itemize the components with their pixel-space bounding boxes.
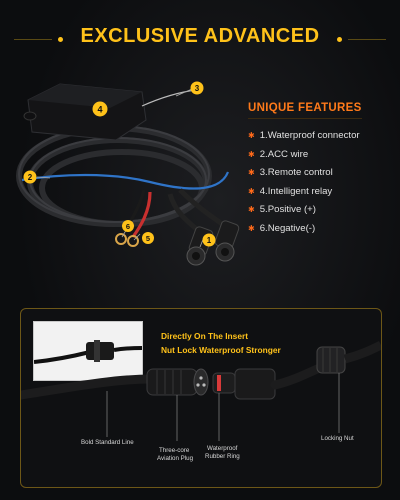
label-bold-standard-line: Bold Standard Line [81, 439, 134, 446]
svg-text:5: 5 [146, 234, 150, 243]
feature-label: 4.Intelligent relay [259, 185, 333, 197]
label-plug-line-1: Three-core [159, 447, 190, 454]
label-leader-lines [106, 373, 340, 441]
feature-label: 5.Positive (+) [259, 204, 316, 216]
star-icon: ✱ [248, 168, 255, 178]
waterproof-rubber-ring [217, 375, 221, 391]
feature-item: ✱ 3.Remote control [248, 164, 398, 183]
wiring-harness-svg: 4 3 2 6 5 1 [16, 81, 240, 266]
feature-label: 6.Negative(-) [259, 222, 316, 234]
remote-wire [141, 89, 197, 107]
callout-1: 1 [202, 233, 216, 247]
star-icon: ✱ [248, 205, 255, 215]
feature-item: ✱ 5.Positive (+) [248, 201, 398, 220]
star-icon: ✱ [248, 131, 255, 140]
wiring-harness-illustration: 4 3 2 6 5 1 [0, 62, 240, 300]
svg-text:4: 4 [97, 105, 102, 115]
feature-label: 3.Remote control [259, 167, 333, 179]
relay-box [23, 83, 147, 141]
feature-label: 2.ACC wire [259, 148, 309, 160]
header-dot-right [337, 37, 342, 42]
bold-standard-line [21, 374, 156, 400]
page-title: EXCLUSIVE ADVANCED [80, 25, 320, 47]
label-ring-line-1: Waterproof [207, 445, 238, 452]
svg-text:6: 6 [126, 222, 130, 231]
feature-label: 1.Waterproof connector [259, 130, 360, 141]
callout-5: 5 [142, 232, 154, 244]
svg-text:2: 2 [28, 173, 33, 182]
svg-text:3: 3 [195, 84, 200, 93]
label-locking-nut: Locking Nut [321, 435, 354, 442]
connector-detail-panel: Directly On The Insert Nut Lock Waterpro… [20, 308, 382, 488]
claim-line-2: Nut Lock Waterproof Stronger [161, 345, 281, 355]
features-section: UNIQUE FEATURES ✱ 1.Waterproof connector … [248, 98, 398, 239]
feature-item: ✱ 4.Intelligent relay [248, 183, 398, 202]
feature-item: ✱ 2.ACC wire [248, 146, 398, 165]
svg-text:1: 1 [207, 236, 212, 245]
header-dot-left [58, 37, 63, 42]
callout-6: 6 [122, 220, 134, 232]
header: EXCLUSIVE ADVANCED [0, 20, 400, 56]
claim-line-1: Directly On The Insert [161, 331, 249, 341]
positive-wire [131, 191, 152, 238]
positive-ring-terminal [127, 235, 139, 247]
label-ring-line-2: Rubber Ring [205, 453, 240, 460]
header-rule-right [348, 39, 386, 40]
features-list: ✱ 1.Waterproof connector ✱ 2.ACC wire ✱ 3.R… [248, 127, 398, 239]
star-icon: ✱ [248, 186, 255, 196]
aviation-plug [146, 368, 209, 396]
star-icon: ✱ [248, 149, 255, 159]
connector-closeup-svg [21, 340, 381, 441]
zoom-inset-svg [33, 340, 143, 364]
star-icon: ✱ [248, 223, 255, 233]
female-connector [212, 340, 381, 400]
feature-item: ✱ 6.Negative(-) [248, 220, 398, 239]
connector-zoom-inset [33, 321, 143, 381]
locking-nut [316, 346, 346, 374]
callout-3: 3 [190, 81, 204, 95]
label-plug-line-2: Aviation Plug [157, 455, 194, 462]
acc-wire [21, 171, 230, 190]
callout-2: 2 [23, 170, 37, 184]
callout-4: 4 [92, 101, 108, 117]
features-title: UNIQUE FEATURES [248, 102, 362, 119]
negative-wire [120, 189, 146, 237]
negative-ring-terminal [115, 233, 127, 245]
feature-item: ✱ 1.Waterproof connector [248, 127, 398, 146]
header-rule-left [14, 39, 52, 40]
